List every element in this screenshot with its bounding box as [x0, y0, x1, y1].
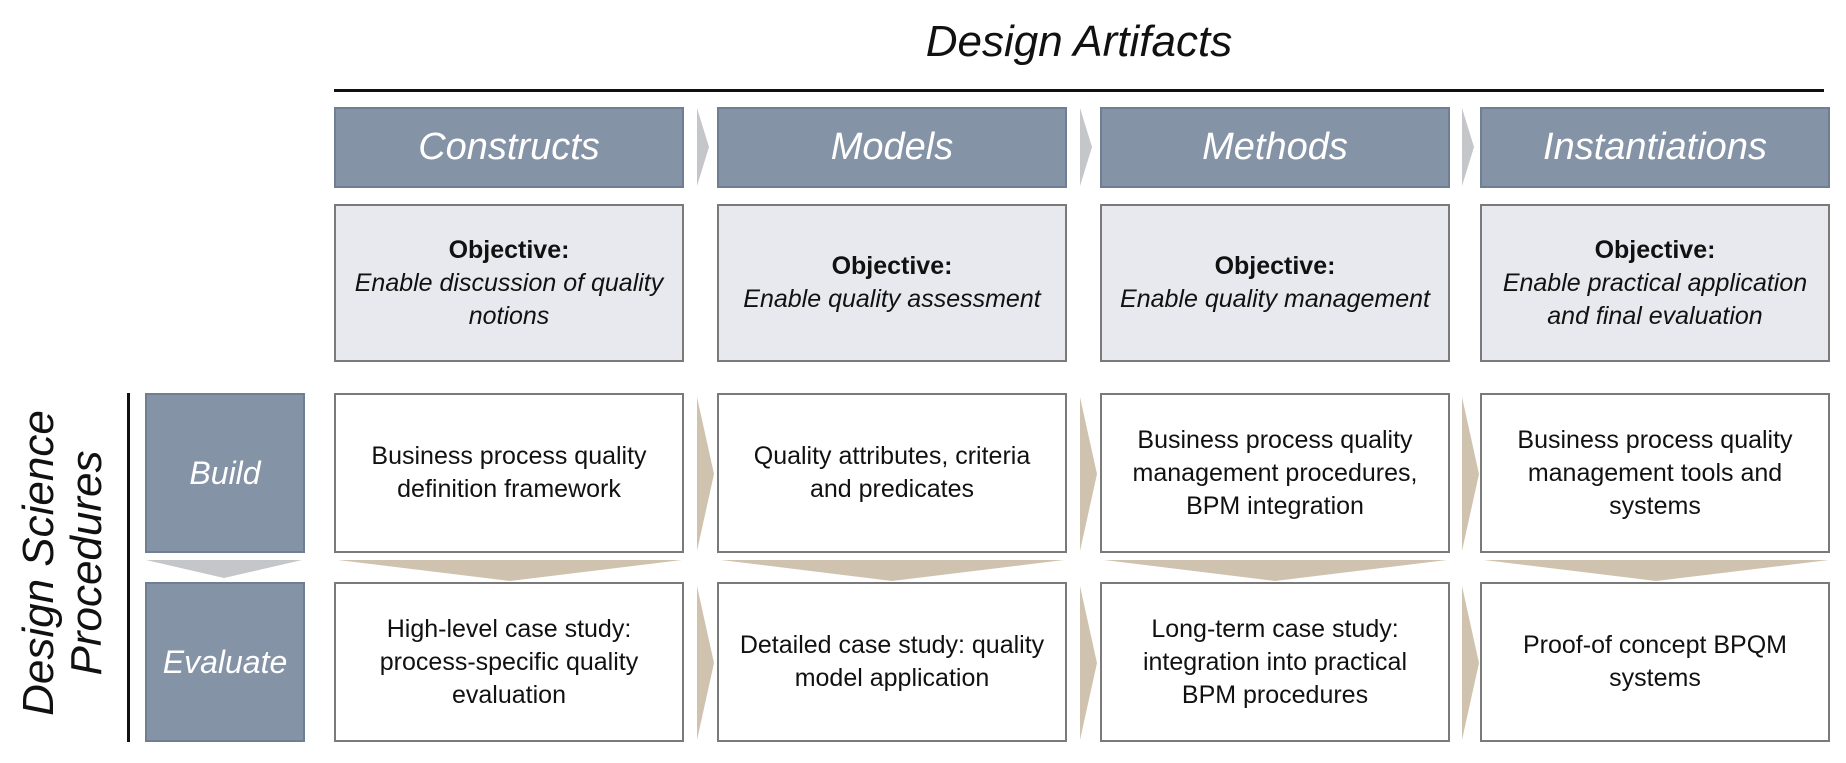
objective-box-methods: Objective: Enable quality management: [1100, 204, 1450, 362]
evaluate-arrow-3: [1462, 586, 1479, 740]
column-header-instantiations: Instantiations: [1480, 107, 1830, 188]
column-header-models: Models: [717, 107, 1067, 188]
objective-label: Objective:: [1594, 235, 1716, 264]
evaluate-cell-methods: Long-term case study: integration into p…: [1100, 582, 1450, 742]
evaluate-cell-constructs: High-level case study: process-specific …: [334, 582, 684, 742]
down-arrow-constructs: [338, 560, 682, 581]
header-arrow-2: [1080, 108, 1092, 186]
evaluate-arrow-1: [697, 586, 714, 740]
down-arrow-build-evaluate: [146, 560, 302, 578]
column-header-constructs: Constructs: [334, 107, 684, 188]
down-arrow-models: [721, 560, 1064, 581]
objective-text: Enable practical application and final e…: [1502, 268, 1808, 330]
objective-label: Objective:: [448, 235, 570, 264]
build-cell-instantiations: Business process quality management tool…: [1480, 393, 1830, 553]
header-arrow-1: [697, 108, 709, 186]
evaluate-cell-instantiations: Proof-of concept BPQM systems: [1480, 582, 1830, 742]
build-cell-constructs: Business process quality definition fram…: [334, 393, 684, 553]
column-header-methods: Methods: [1100, 107, 1450, 188]
evaluate-arrow-2: [1080, 586, 1097, 740]
row-header-build: Build: [145, 393, 305, 553]
build-arrow-1: [697, 397, 714, 551]
objective-text: Enable discussion of quality notions: [354, 268, 664, 330]
evaluate-cell-models: Detailed case study: quality model appli…: [717, 582, 1067, 742]
build-arrow-3: [1462, 397, 1479, 551]
side-title-line2: Procedures: [62, 450, 111, 676]
objective-box-models: Objective: Enable quality assessment: [717, 204, 1067, 362]
objective-text: Enable quality management: [1120, 285, 1430, 313]
side-title: Design Science Procedures: [14, 398, 115, 728]
build-cell-models: Quality attributes, criteria and predica…: [717, 393, 1067, 553]
objective-text: Enable quality assessment: [743, 285, 1041, 313]
build-arrow-2: [1080, 397, 1097, 551]
objective-box-instantiations: Objective: Enable practical application …: [1480, 204, 1830, 362]
objective-label: Objective:: [831, 252, 953, 280]
row-header-evaluate: Evaluate: [145, 582, 305, 742]
objective-label: Objective:: [1214, 252, 1336, 280]
header-arrow-3: [1462, 108, 1474, 186]
down-arrow-instantiations: [1484, 560, 1829, 581]
main-title: Design Artifacts: [925, 17, 1233, 66]
title-divider: [334, 89, 1824, 92]
build-cell-methods: Business process quality management proc…: [1100, 393, 1450, 553]
side-divider: [127, 393, 130, 742]
objective-box-constructs: Objective: Enable discussion of quality …: [334, 204, 684, 362]
down-arrow-methods: [1104, 560, 1447, 581]
side-title-line1: Design Science: [14, 410, 63, 716]
